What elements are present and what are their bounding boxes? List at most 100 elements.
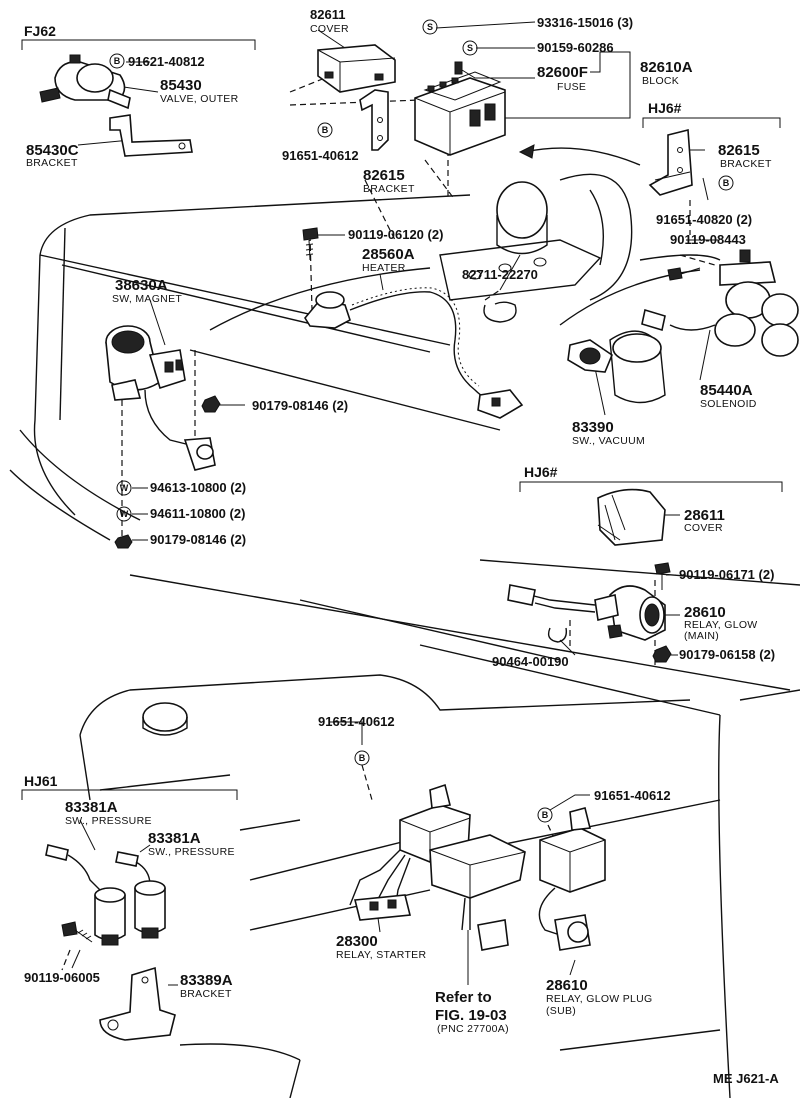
- part-number: 82711-22270: [462, 267, 538, 282]
- bolt-symbol: B: [109, 53, 125, 69]
- nut-90179-08146-upper[interactable]: [201, 395, 221, 413]
- part-number: 90119-06005: [24, 970, 100, 985]
- bracket-83389a[interactable]: [99, 966, 176, 1041]
- svg-text:W: W: [120, 509, 129, 519]
- part-number: 38630A: [115, 277, 168, 294]
- svg-text:S: S: [467, 43, 473, 53]
- part-name: HEATER: [362, 262, 406, 274]
- part-name: BRACKET: [720, 158, 772, 170]
- part-name: BRACKET: [180, 988, 232, 1000]
- part-name: COVER: [310, 23, 349, 35]
- part-name: (SUB): [546, 1005, 576, 1017]
- svg-text:W: W: [120, 483, 129, 493]
- cover-82611[interactable]: [317, 44, 396, 93]
- part-name: BRACKET: [26, 157, 78, 169]
- washers-left[interactable]: [114, 534, 133, 549]
- screw-symbol: S: [422, 19, 438, 35]
- part-number: 28610: [546, 977, 588, 994]
- bolt-90119-06005[interactable]: [61, 921, 93, 943]
- part-number: 83381A: [148, 830, 201, 847]
- part-number: 28610: [684, 604, 726, 621]
- solenoid-85440a[interactable]: [641, 249, 799, 357]
- part-name: RELAY, STARTER: [336, 949, 426, 961]
- svg-text:B: B: [359, 753, 366, 763]
- part-name: SW., PRESSURE: [65, 815, 152, 827]
- brake-booster: [439, 173, 633, 301]
- part-number: 90159-60286: [537, 40, 614, 55]
- washer-symbol: W: [116, 506, 132, 522]
- pressure-switch-83381a-1[interactable]: [45, 844, 126, 946]
- valve-85430[interactable]: [39, 54, 131, 110]
- refer-text: FIG. 19-03: [435, 1007, 507, 1024]
- nut-90179-06158[interactable]: [652, 645, 672, 663]
- bracket-85430c[interactable]: [109, 114, 193, 157]
- part-name: SOLENOID: [700, 398, 757, 410]
- cover-28611[interactable]: [597, 488, 666, 546]
- part-number: 83389A: [180, 972, 233, 989]
- part-number: 85430: [160, 77, 202, 94]
- part-number: 91651-40820 (2): [656, 212, 752, 227]
- bolt-symbol: B: [537, 807, 553, 823]
- part-number: 91651-40612: [594, 788, 671, 803]
- part-number: 90119-08443: [670, 232, 746, 247]
- bolt-90119-06120[interactable]: [302, 227, 319, 261]
- part-name: SW., PRESSURE: [148, 846, 235, 858]
- part-number: 91621-40812: [128, 54, 205, 69]
- magnet-switch-38630a[interactable]: [105, 325, 216, 471]
- vehicle-body-outline: [9, 194, 800, 1098]
- part-name: FUSE: [557, 81, 586, 93]
- part-number: 91651-40612: [282, 148, 359, 163]
- part-name: SW, MAGNET: [112, 293, 182, 305]
- heater-28560a[interactable]: [304, 287, 524, 419]
- vacuum-switch-83390[interactable]: [567, 330, 666, 404]
- svg-text:B: B: [723, 178, 730, 188]
- group-label-hj61: HJ61: [24, 773, 58, 789]
- screw-symbol: S: [462, 40, 478, 56]
- part-name: (MAIN): [684, 630, 719, 642]
- part-number: 82610A: [640, 59, 693, 76]
- pressure-switch-83381a-2[interactable]: [115, 851, 166, 939]
- connector-module[interactable]: [429, 834, 526, 951]
- clip-90464[interactable]: [547, 627, 568, 643]
- part-number: 90119-06171 (2): [679, 567, 774, 582]
- part-number: 90119-06120 (2): [348, 227, 443, 242]
- refer-text: (PNC 27700A): [437, 1023, 509, 1035]
- part-number: 82600F: [537, 64, 588, 81]
- svg-text:B: B: [542, 810, 549, 820]
- block-82610a[interactable]: [414, 61, 506, 156]
- svg-text:S: S: [427, 22, 433, 32]
- refer-text: Refer to: [435, 989, 492, 1006]
- glow-relay-28610-main[interactable]: [507, 584, 666, 641]
- part-number: 90179-08146 (2): [252, 398, 348, 413]
- direction-arrow: [518, 144, 641, 166]
- part-name: VALVE, OUTER: [160, 93, 239, 105]
- bolt-90119-06171[interactable]: [654, 562, 671, 590]
- part-number: 82615: [363, 167, 405, 184]
- part-name: BRACKET: [363, 183, 415, 195]
- part-number: 82615: [718, 142, 760, 159]
- part-name: BLOCK: [642, 75, 679, 87]
- bracket-82615-right[interactable]: [648, 128, 693, 196]
- part-number: 90179-08146 (2): [150, 532, 246, 547]
- clamp-82711[interactable]: [483, 301, 517, 323]
- bolt-symbol: B: [317, 122, 333, 138]
- part-number: 83390: [572, 419, 614, 436]
- part-number: 94613-10800 (2): [150, 480, 246, 495]
- group-brackets: [21, 39, 783, 800]
- part-number: 94611-10800 (2): [150, 506, 245, 521]
- part-number: 91651-40612: [318, 714, 395, 729]
- bolt-90119-08443[interactable]: [667, 267, 701, 281]
- bracket-82615-center[interactable]: [359, 89, 389, 151]
- svg-text:B: B: [322, 125, 329, 135]
- part-number: 83381A: [65, 799, 118, 816]
- part-number: 85440A: [700, 382, 753, 399]
- part-number: 85430C: [26, 142, 79, 159]
- glow-plug-relay-28610-sub[interactable]: [538, 807, 606, 951]
- part-labels: FJ62 HJ6# HJ6# HJ61 82611 COVER 93316-15…: [24, 7, 779, 1086]
- part-name: SW., VACUUM: [572, 435, 645, 447]
- symbol-markers: B S S B B W W B B: [109, 19, 734, 823]
- part-number: 93316-15016 (3): [537, 15, 633, 30]
- group-label-hj6-mid: HJ6#: [524, 464, 558, 480]
- part-number: 28611: [684, 507, 725, 524]
